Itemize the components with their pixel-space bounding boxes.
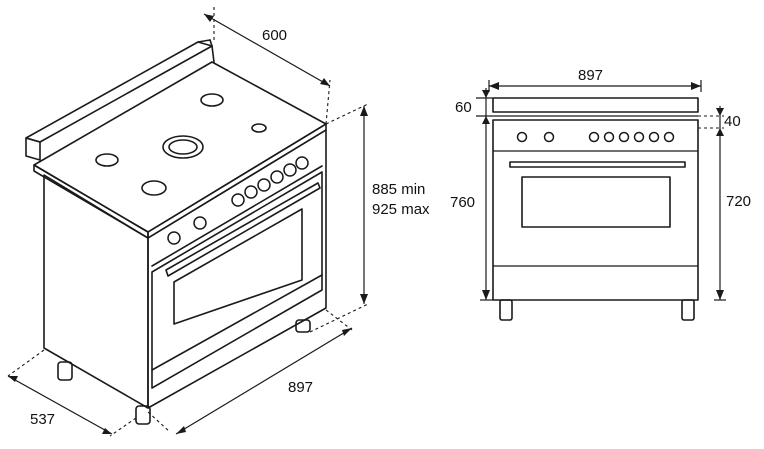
dim-600: 600: [203, 4, 331, 125]
dim-760: 760: [450, 126, 493, 301]
knob-icon: [516, 131, 528, 143]
knob-icon: [193, 216, 207, 230]
perspective-knobs: [167, 156, 309, 245]
oven-door: [151, 171, 323, 389]
knob-icon: [257, 178, 271, 192]
dim-label-720: 720: [726, 193, 751, 210]
burner-rear-left: [200, 93, 224, 107]
knob-icon: [167, 231, 181, 245]
dim-537: 537: [7, 349, 137, 437]
knob-icon: [283, 163, 297, 177]
dim-label-897-front: 897: [578, 67, 603, 84]
dim-720: 720: [714, 138, 751, 301]
front-knobs: [516, 131, 675, 143]
cooker-side-panel: [43, 174, 149, 409]
front-body: [492, 119, 699, 301]
dim-40: 40: [698, 106, 741, 138]
burner-rear-right: [251, 123, 267, 133]
front-foot: [499, 299, 513, 321]
knob-icon: [231, 193, 245, 207]
dim-label-600: 600: [262, 27, 287, 44]
knob-icon: [588, 131, 600, 143]
knob-icon: [244, 185, 258, 199]
oven-window: [173, 208, 303, 325]
knob-icon: [543, 131, 555, 143]
knob-icon: [618, 131, 630, 143]
oven-handle: [165, 182, 321, 277]
foot: [135, 405, 151, 425]
burner-front-right: [141, 180, 167, 196]
front-foot: [681, 299, 695, 321]
dim-label-40: 40: [724, 113, 741, 130]
cooker-front-panel: [147, 129, 327, 409]
dim-label-537: 537: [30, 411, 55, 428]
foot: [295, 319, 311, 333]
dim-label-height-max: 925 max: [372, 201, 430, 218]
knob-icon: [270, 170, 284, 184]
dim-897-perspective: 897: [147, 309, 353, 435]
burner-front-left: [95, 153, 119, 167]
knob-icon: [603, 131, 615, 143]
front-oven-handle: [509, 161, 686, 168]
knob-icon: [295, 156, 309, 170]
dim-label-897-perspective: 897: [288, 379, 313, 396]
perspective-cooker: [25, 39, 327, 425]
foot: [57, 361, 73, 381]
dim-label-760: 760: [450, 194, 475, 211]
backguard-top: [25, 41, 213, 143]
dim-height-range: 885 min 925 max: [309, 103, 430, 333]
front-cooker: [492, 97, 699, 321]
dim-label-60: 60: [455, 99, 472, 116]
knob-icon: [633, 131, 645, 143]
backguard-left: [25, 137, 41, 161]
dim-60: 60: [455, 88, 493, 126]
dim-label-height-min: 885 min: [372, 181, 425, 198]
knob-icon: [663, 131, 675, 143]
dim-897-front: 897: [488, 67, 702, 92]
front-backguard: [492, 97, 699, 113]
front-oven-window: [521, 176, 671, 228]
knob-icon: [648, 131, 660, 143]
